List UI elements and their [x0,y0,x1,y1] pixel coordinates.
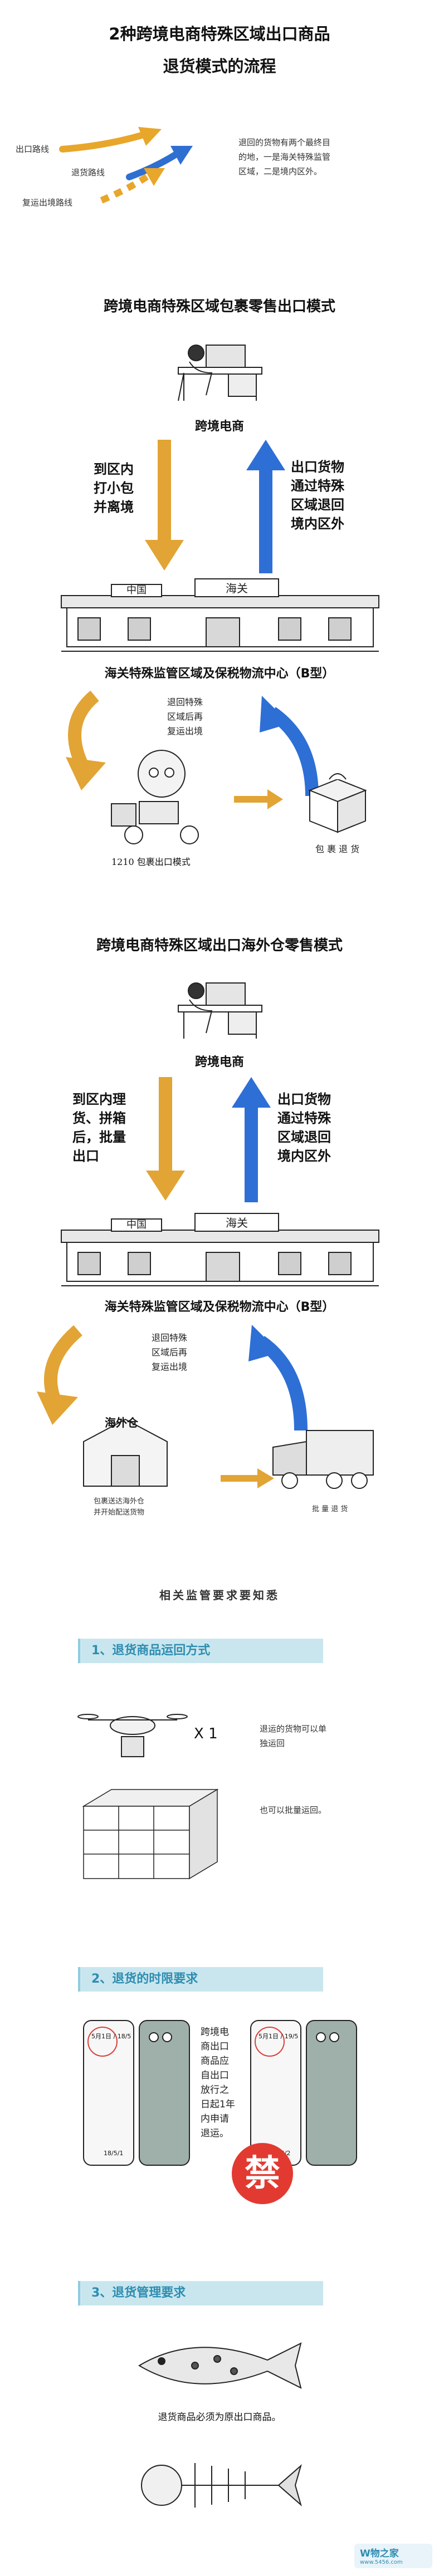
legend-note-3: 区域，二是境内区外。 [238,166,323,176]
phone-a-stamp: 18/5/1 [104,2150,124,2157]
rule2-banner-edge [78,1967,80,1992]
merchant-desk-illustration-2 [178,982,262,1039]
rule3-banner: 3、退货管理要求 [78,2281,323,2305]
section2-return-line1: 退回特殊 [152,1333,188,1343]
rule2-text-2: 商出口 [201,2041,229,2052]
phone-illustration-a [83,2020,190,2166]
section1-parcel-arrow [234,789,283,809]
section2-right-line4: 境内区外 [277,1148,331,1164]
section1-return-arrow [246,440,285,573]
rules-title: 相关监管要求要知悉 [159,1589,280,1602]
courier-scooter-illustration [111,750,199,844]
fish-illustration [138,2342,302,2389]
legend-label-return: 退货路线 [71,168,105,178]
section2-left-line1: 到区内理 [72,1092,126,1107]
section1-left-line1: 到区内 [94,461,134,477]
rule2-text-4: 自出口 [201,2070,229,2081]
section2-right-line3: 区域退回 [277,1129,331,1145]
rule1-banner: 1、退货商品运回方式 [78,1639,323,1663]
return-route-arrow [126,150,181,180]
section2-left-line4: 出口 [72,1148,99,1164]
legend-label-export: 出口路线 [16,144,50,154]
svg-text:中国: 中国 [126,1219,147,1231]
rule2-text-8: 退运。 [201,2128,229,2139]
section1-return-line3: 复运出境 [167,726,203,736]
section2-return-line3: 复运出境 [152,1361,188,1372]
section2-title: 跨境电商特殊区域出口海外仓零售模式 [96,937,343,954]
rule1-banner-edge [78,1639,80,1663]
section1-right-line1: 出口货物 [291,459,344,475]
truck-illustration [272,1430,374,1489]
section1-return-line2: 区域后再 [167,711,203,722]
rule1-x1: X 1 [194,1725,218,1742]
section2-left-line3: 后，批量 [72,1129,126,1145]
section1-right-line4: 境内区外 [291,516,344,532]
section2-hub-label: 海关特殊监管区域及保税物流中心（B型） [104,1300,335,1314]
merchant-desk-illustration-1 [178,345,262,401]
fish-skeleton-illustration [141,2463,302,2508]
section2-right-line2: 通过特殊 [277,1110,331,1126]
legend-note-1: 退回的货物有两个最终目 [238,137,331,148]
section2-export-arrow [146,1077,185,1201]
page-title-line1: 2种跨境电商特殊区域出口商品 [109,24,330,43]
rule1-single-line1: 退运的货物可以单 [260,1724,327,1734]
phone-illustration-b [250,2020,357,2166]
reexport-route-arrow [100,173,150,204]
drone-illustration [77,1714,188,1757]
svg-text:海关: 海关 [226,582,248,595]
watermark-text: W物之家 [360,2548,399,2559]
section2-merchant-label: 跨境电商 [194,1055,244,1069]
section2-right-line1: 出口货物 [277,1092,331,1107]
svg-text:中国: 中国 [126,584,147,596]
phone-a-date: 5月1日 / 18/5 [91,2033,131,2040]
stacked-boxes-illustration [82,1788,219,1880]
section1-export-arrow [145,440,184,571]
section1-right-line2: 通过特殊 [291,478,344,494]
page-title-line2: 退货模式的流程 [163,57,276,76]
watermark-sub: www.5456.com [360,2559,403,2565]
section2-left-line2: 货、拼箱 [72,1110,126,1126]
section2-return-loop [37,1325,308,1431]
section2-batch-arrow [221,1468,274,1488]
rule2-banner: 2、退货的时限要求 [78,1967,323,1992]
warehouse-sign: 海外仓 [105,1416,138,1429]
section1-title: 跨境电商特殊区域包裹零售出口模式 [103,298,335,315]
rule2-text-1: 跨境电 [201,2027,229,2038]
legend-arrows [59,127,193,204]
rule2-text-6: 日起1年 [201,2099,235,2110]
rule2-text-3: 商品应 [201,2056,229,2067]
section1-left-line3: 并离境 [94,499,134,515]
section1-left-line2: 打小包 [94,480,134,496]
customs-building-illustration-2: 中国 海关 [61,1213,379,1286]
section2-return-line2: 区域后再 [152,1347,188,1358]
prohibited-stamp: 禁 [232,2143,293,2204]
legend-note-2: 的地，一是海关特殊监管 [238,152,331,162]
rule1-batch-text: 也可以批量运回。 [260,1805,327,1815]
export-route-arrow [59,131,147,153]
rule3-banner-edge [78,2281,80,2305]
rule3-text: 退货商品必须为原出口商品。 [158,2412,281,2423]
section2-return-arrow [232,1077,271,1202]
section1-mode-label: 1210 包裹出口模式 [111,857,191,867]
section1-return-line1: 退回特殊 [167,697,203,707]
section2-warehouse-line2: 并开始配送货物 [94,1508,145,1517]
phone-b-date: 5月1日 / 19/5 [258,2033,299,2040]
legend-label-reexport: 复运出境路线 [22,198,73,208]
svg-text:海关: 海关 [226,1216,248,1230]
section1-parcel-label: 包 裹 退 货 [315,844,360,854]
gift-parcel-illustration [308,773,367,833]
section2-batch-label: 批 量 退 货 [312,1505,348,1513]
rule1-single-line2: 独运回 [260,1738,285,1748]
section1-right-line3: 区域退回 [291,497,344,513]
rule2-text-7: 内申请 [201,2113,229,2125]
watermark-badge: W物之家 www.5456.com [354,2544,432,2568]
section2-warehouse-line1: 包裹送达海外仓 [94,1497,145,1506]
section1-return-loop [66,690,319,797]
overseas-warehouse-illustration [83,1418,168,1487]
rule2-text-5: 放行之 [201,2085,229,2096]
section1-hub-label: 海关特殊监管区域及保税物流中心（B型） [104,667,335,681]
section1-merchant-label: 跨境电商 [194,420,244,434]
customs-building-illustration-1: 中国 海关 [61,578,379,652]
